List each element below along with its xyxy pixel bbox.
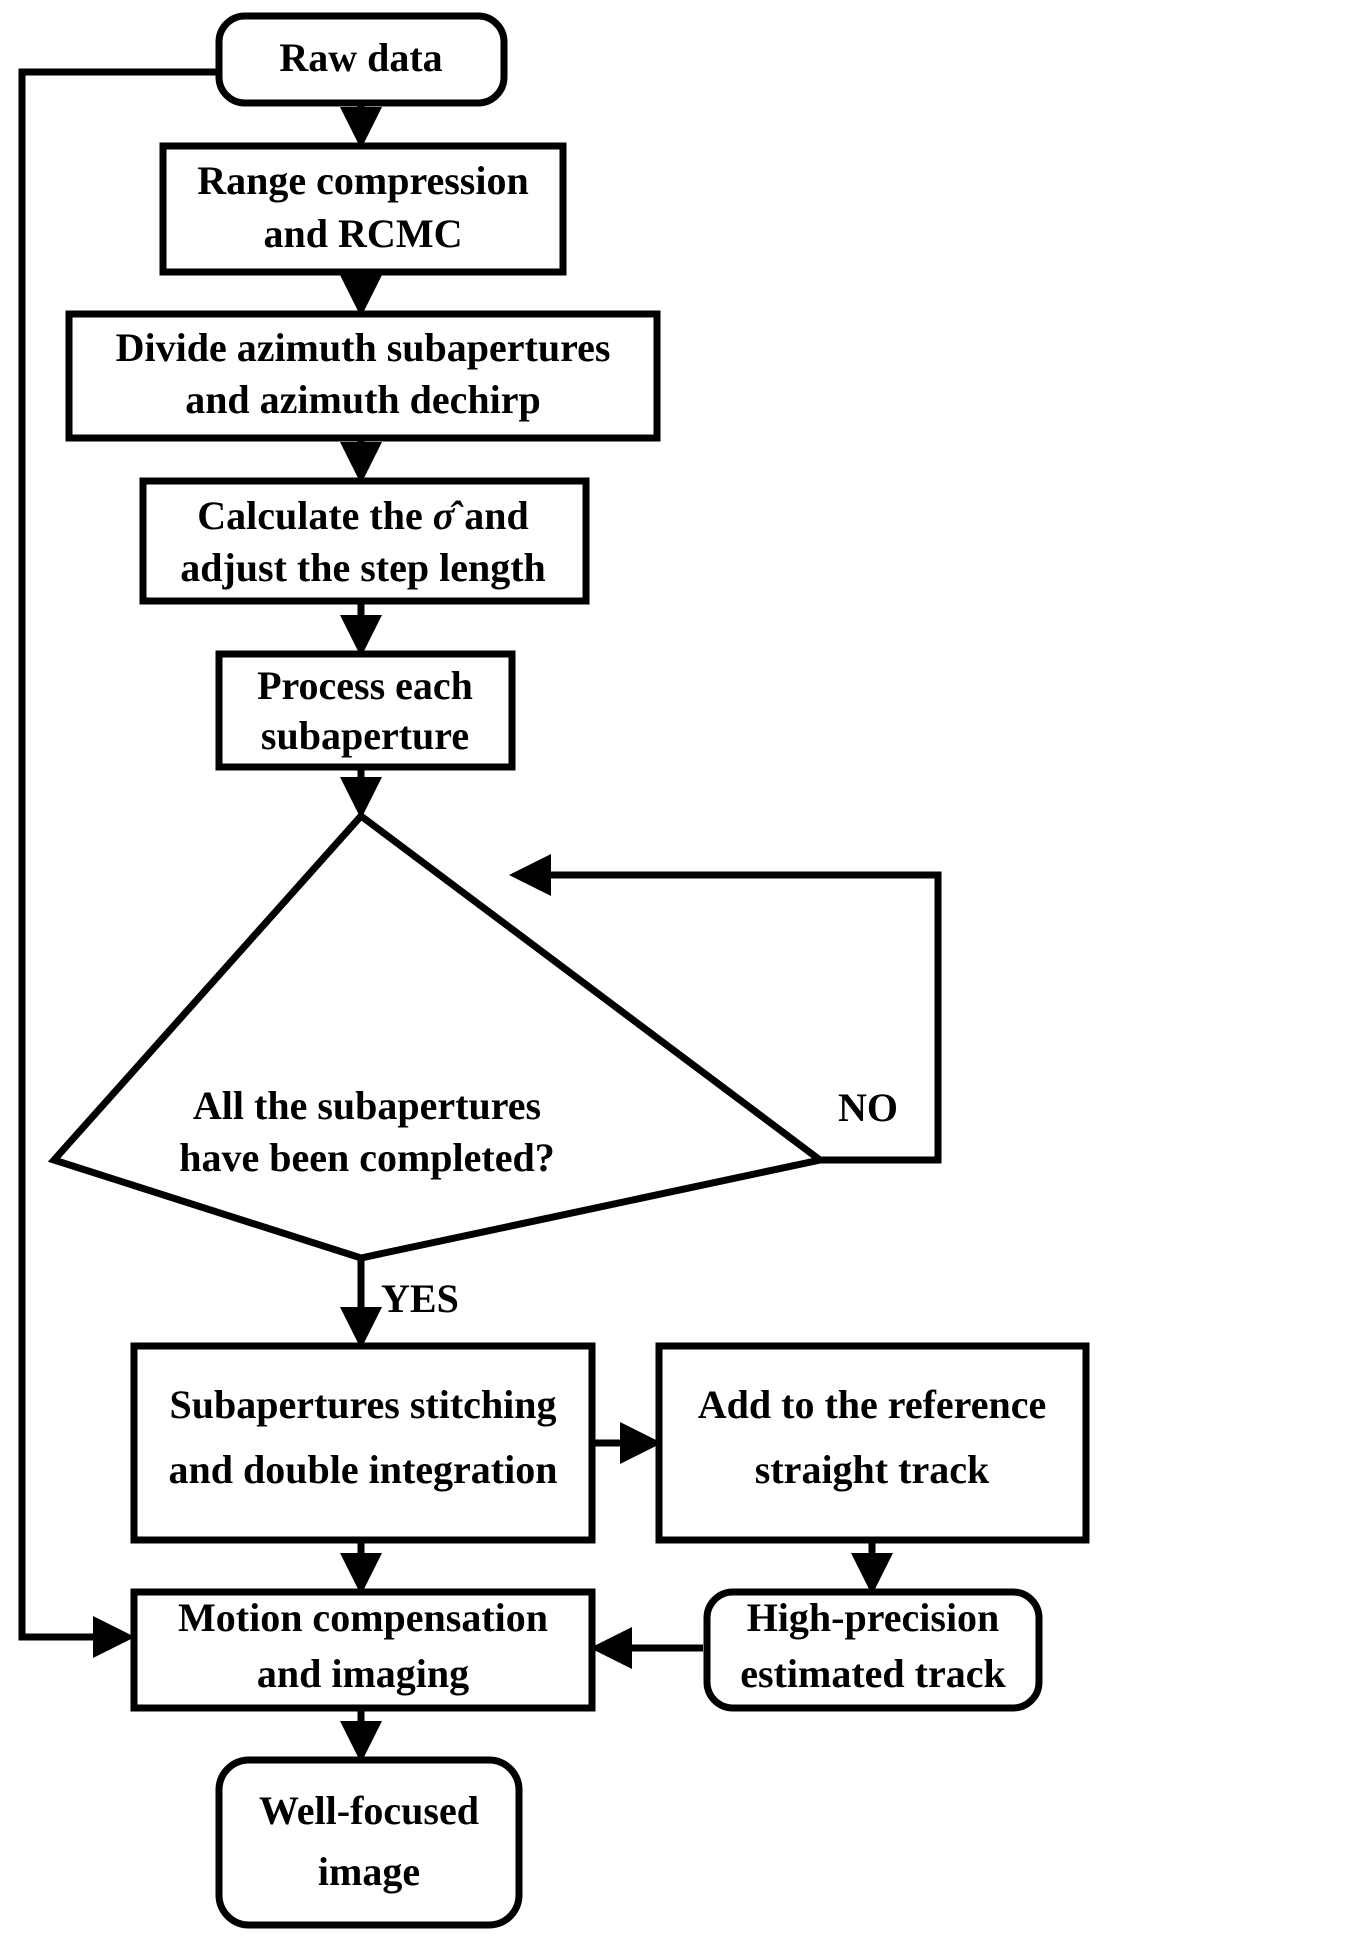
node-add-reference-track[interactable]: Add to the reference straight track (655, 1342, 1090, 1544)
node-process-subaperture-label-line1: Process each (257, 663, 473, 708)
node-raw-data-label: Raw data (279, 35, 442, 80)
node-subapertures-stitching-shape (130, 1342, 596, 1544)
node-decision-all-complete[interactable]: All the subapertures have been completed… (47, 811, 829, 1262)
node-subapertures-stitching[interactable]: Subapertures stitching and double integr… (130, 1342, 596, 1544)
node-subapertures-stitching-label-line2: and double integration (169, 1447, 558, 1492)
node-divide-subapertures[interactable]: Divide azimuth subapertures and azimuth … (65, 310, 661, 442)
connector-rawdata-to-motioncomp-loop (18, 68, 219, 1658)
node-high-precision-track-label-line1: High-precision (747, 1595, 1000, 1640)
node-range-compression-label-line2: and RCMC (264, 211, 463, 256)
node-subapertures-stitching-label-line1: Subapertures stitching (169, 1382, 556, 1427)
node-well-focused-image-label-line1: Well-focused (259, 1788, 479, 1833)
node-high-precision-track[interactable]: High-precision estimated track (703, 1588, 1043, 1712)
node-calculate-sigma[interactable]: Calculate the σ̂ and adjust the step len… (139, 477, 590, 605)
node-calculate-sigma-label-line1: Calculate the σ̂ and (197, 493, 529, 538)
node-high-precision-track-shape (703, 1588, 1043, 1712)
node-well-focused-image[interactable]: Well-focused image (215, 1756, 523, 1929)
connector-no-feedback-loop (509, 854, 942, 1164)
node-divide-subapertures-label-line1: Divide azimuth subapertures (116, 325, 611, 370)
node-high-precision-track-label-line2: estimated track (740, 1651, 1006, 1696)
node-add-reference-track-shape (655, 1342, 1090, 1544)
node-decision-all-complete-label-line2: have been completed? (179, 1135, 555, 1180)
node-range-compression[interactable]: Range compression and RCMC (159, 142, 567, 276)
node-calculate-sigma-label-line2: adjust the step length (180, 545, 546, 590)
node-range-compression-shape (159, 142, 567, 276)
node-decision-all-complete-shape (47, 811, 829, 1262)
node-process-subaperture[interactable]: Process each subaperture (215, 650, 516, 771)
node-well-focused-image-shape (215, 1756, 523, 1929)
branch-label-yes: YES (381, 1276, 459, 1321)
node-add-reference-track-label-line1: Add to the reference (698, 1382, 1046, 1427)
node-divide-subapertures-label-line2: and azimuth dechirp (185, 377, 541, 422)
node-raw-data-shape (215, 12, 508, 107)
node-process-subaperture-label-line2: subaperture (261, 713, 469, 758)
node-motion-compensation-label-line2: and imaging (257, 1651, 469, 1696)
node-well-focused-image-label-line2: image (318, 1849, 420, 1894)
node-calculate-sigma-prefix: Calculate the (197, 493, 423, 538)
node-range-compression-label-line1: Range compression (197, 158, 528, 203)
node-calculate-sigma-suffix: and (464, 493, 529, 538)
node-motion-compensation-shape (130, 1588, 596, 1712)
node-add-reference-track-label-line2: straight track (755, 1447, 990, 1492)
branch-label-no: NO (838, 1085, 898, 1130)
node-decision-all-complete-label-line1: All the subapertures (193, 1083, 541, 1128)
node-motion-compensation[interactable]: Motion compensation and imaging (130, 1588, 596, 1712)
node-process-subaperture-shape (215, 650, 516, 771)
node-raw-data[interactable]: Raw data (215, 12, 508, 107)
node-motion-compensation-label-line1: Motion compensation (178, 1595, 548, 1640)
node-calculate-sigma-shape (139, 477, 590, 605)
node-divide-subapertures-shape (65, 310, 661, 442)
